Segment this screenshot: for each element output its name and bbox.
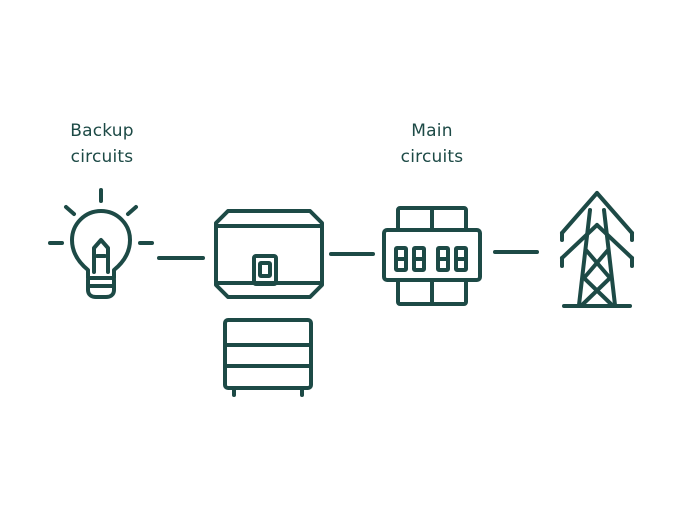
- tower-brace: [582, 248, 614, 307]
- inverter-display-inner: [258, 261, 272, 278]
- bulb-filament: [92, 238, 110, 274]
- battery-body: [223, 318, 313, 390]
- backup-circuits-label-line2: circuits: [70, 147, 134, 167]
- tower-leg: [602, 208, 617, 307]
- backup-circuits-label-line1: Backup: [70, 121, 134, 141]
- inverter-icon: [214, 209, 324, 299]
- breaker-panel-icon: [382, 206, 482, 306]
- inverter-display: [252, 254, 278, 286]
- bulb-ray: [64, 205, 76, 216]
- light-bulb-icon: [48, 188, 154, 299]
- inverter-body: [214, 209, 324, 299]
- battery-icon: [223, 318, 313, 397]
- tower-arm: [560, 223, 599, 260]
- main-circuits-label-line1: Main: [411, 121, 453, 141]
- bulb-glass: [70, 209, 132, 280]
- tower-brace: [580, 248, 612, 307]
- tower-arm: [595, 191, 634, 235]
- power-tower-icon: [560, 191, 634, 308]
- backup-circuits-label: Backup circuits: [42, 118, 162, 170]
- bulb-ray: [126, 205, 138, 216]
- tower-leg: [577, 208, 592, 307]
- bulb-base: [86, 278, 116, 299]
- tower-arm: [595, 223, 634, 260]
- main-circuits-label-line2: circuits: [400, 147, 464, 167]
- main-circuits-label: Main circuits: [372, 118, 492, 170]
- tower-arm: [560, 191, 599, 235]
